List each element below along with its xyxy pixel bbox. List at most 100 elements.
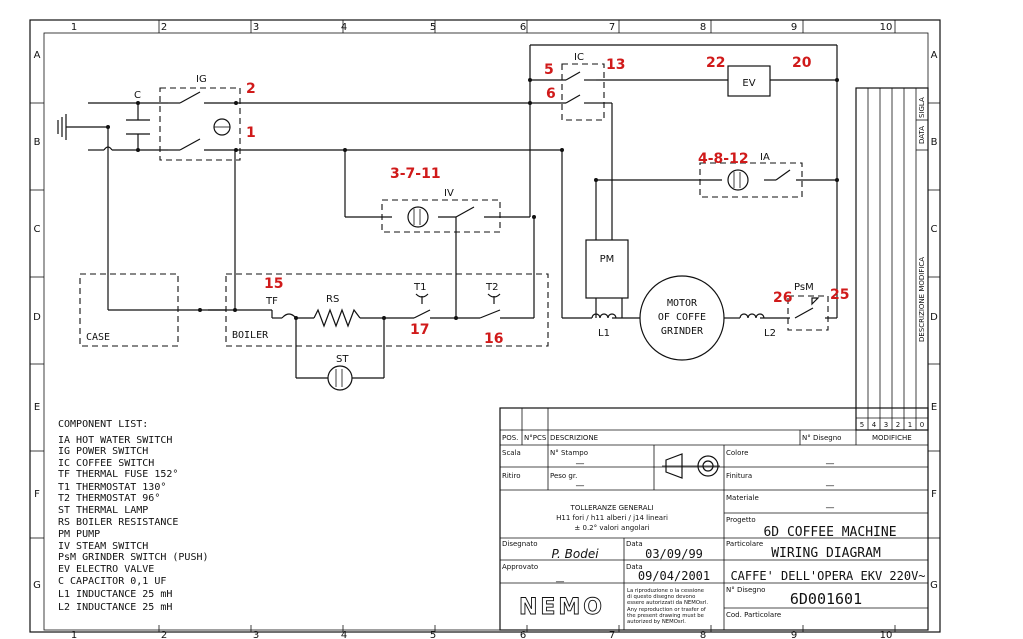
- data-value-2: 09/04/2001: [638, 569, 710, 583]
- iv-label: IV: [444, 188, 454, 199]
- col-label: 6: [520, 630, 526, 639]
- hot-water-switch-ia: IA: [699, 152, 803, 198]
- grinder-switch-psm: PsM: [787, 282, 829, 331]
- ig-label: IG: [196, 74, 207, 85]
- approvato-label: Approvato: [502, 563, 538, 571]
- data-label-1: Data: [626, 540, 643, 548]
- scala-label: Scala: [502, 449, 521, 457]
- steam-switch-iv: IV: [381, 188, 501, 233]
- callout-26: 26: [773, 290, 792, 306]
- coffee-switch-ic: IC: [561, 52, 605, 121]
- motor-label-line1: MOTOR: [667, 298, 698, 309]
- ground-icon: [57, 114, 88, 140]
- row-label: C: [34, 224, 41, 235]
- list-item: L2 INDUCTANCE 25 mH: [58, 602, 172, 613]
- row-label: C: [931, 224, 938, 235]
- colore-value: —: [826, 459, 835, 469]
- case-label: CASE: [86, 332, 110, 343]
- disegnato-label: Disegnato: [502, 540, 538, 548]
- list-item: T1 THERMOSTAT 130°: [58, 482, 166, 493]
- revision-number: 3: [884, 421, 888, 429]
- materiale-label: Materiale: [726, 494, 759, 502]
- row-label: A: [34, 50, 41, 61]
- list-item: IA HOT WATER SWITCH: [58, 435, 172, 446]
- pump-pm: PM: [585, 239, 629, 318]
- revision-number: 1: [908, 421, 912, 429]
- materiale-value: —: [826, 503, 835, 513]
- capacitor: C: [126, 90, 150, 135]
- col-label: 3: [253, 630, 259, 639]
- pos-header: POS.: [502, 434, 518, 442]
- boiler-box: BOILER TF RS T1 T2: [225, 273, 549, 347]
- sigla-label: SIGLA: [918, 97, 926, 118]
- particolare-value: WIRING DIAGRAM: [771, 546, 881, 561]
- thermostat-t2: [487, 293, 501, 304]
- col-label: 7: [609, 22, 615, 33]
- list-item: C CAPACITOR 0,1 UF: [58, 576, 166, 587]
- resistor-rs: [313, 308, 361, 328]
- row-label: E: [34, 402, 40, 413]
- component-list: COMPONENT LIST: IA HOT WATER SWITCH IG P…: [58, 419, 209, 613]
- revision-block: 5 4 3 2 1 0 SIGLA DATA DESCRIZIONE MODIF…: [855, 87, 929, 431]
- callout-15: 15: [264, 276, 283, 292]
- tolleranze-line: ± 0.2° valori angolari: [574, 524, 649, 532]
- list-item: EV ELECTRO VALVE: [58, 564, 154, 575]
- inductor-l2: L2: [739, 313, 776, 339]
- row-label: F: [931, 489, 937, 500]
- electro-valve-ev: EV: [727, 65, 771, 97]
- data-label-2: Data: [626, 563, 643, 571]
- callout-16: 16: [484, 331, 503, 347]
- col-label: 8: [700, 22, 706, 33]
- inductor-l1: L1: [591, 313, 617, 339]
- sub-title-value: CAFFE' DELL'OPERA EKV 220V~: [730, 569, 925, 583]
- col-label: 8: [700, 630, 706, 639]
- revision-number: 4: [872, 421, 877, 429]
- descrizione-modifica-label: DESCRIZIONE MODIFICA: [918, 257, 926, 342]
- peso-value: —: [576, 481, 585, 491]
- thermal-lamp-st: ST: [327, 354, 353, 391]
- tolleranze-title: TOLLERANZE GENERALI: [570, 504, 654, 512]
- thermal-fuse-tf: [281, 313, 297, 319]
- t1-label: T1: [413, 282, 426, 293]
- tf-label: TF: [265, 296, 278, 307]
- col-label: 10: [880, 630, 893, 639]
- list-item: IV STEAM SWITCH: [58, 541, 148, 552]
- particolare-label: Particolare: [726, 540, 763, 548]
- col-label: 1: [71, 22, 77, 33]
- drawing-number-value: 6D001601: [790, 590, 862, 608]
- list-item: IC COFFEE SWITCH: [58, 458, 154, 469]
- l1-label: L1: [598, 328, 610, 339]
- callout-4-8-12: 4-8-12: [698, 151, 749, 167]
- legal-line: di questo disegno devono: [627, 594, 695, 600]
- callout-20: 20: [792, 55, 812, 71]
- colore-label: Colore: [726, 449, 748, 457]
- row-label: F: [34, 489, 40, 500]
- list-item: RS BOILER RESISTANCE: [58, 517, 178, 528]
- schematic: C IG IC EV: [57, 44, 849, 391]
- callout-25: 25: [830, 287, 849, 303]
- disegnato-value: P. Bodei: [551, 547, 599, 561]
- drawing-frame: 1 2 3 4 5 6 7 8 9 10 1 2 3 4 5 6 7 8 9 1…: [29, 19, 941, 639]
- row-label: E: [931, 402, 937, 413]
- ic-label: IC: [574, 52, 584, 63]
- callout-3-7-11: 3-7-11: [390, 166, 441, 182]
- list-item: T2 THERMOSTAT 96°: [58, 493, 160, 504]
- legal-line: Any reproduction or trasfer of: [627, 607, 706, 613]
- callout-6: 6: [546, 86, 556, 102]
- component-list-title: COMPONENT LIST:: [58, 419, 148, 430]
- row-label: A: [931, 50, 938, 61]
- list-item: IG POWER SWITCH: [58, 446, 148, 457]
- thermostat-t1: [415, 293, 429, 304]
- capacitor-label: C: [134, 90, 141, 101]
- revision-number: 5: [860, 421, 864, 429]
- callout-2: 2: [246, 81, 256, 97]
- ndisegno-label: N° Disegno: [726, 586, 765, 594]
- col-label: 1: [71, 630, 77, 639]
- data-value-1: 03/09/99: [645, 547, 703, 561]
- revision-number: 2: [896, 421, 900, 429]
- finitura-value: —: [826, 481, 835, 491]
- st-label: ST: [336, 354, 349, 365]
- title-block: POS. N°PCS DESCRIZIONE N° Disegno MODIFI…: [499, 407, 929, 631]
- callout-17: 17: [410, 322, 429, 338]
